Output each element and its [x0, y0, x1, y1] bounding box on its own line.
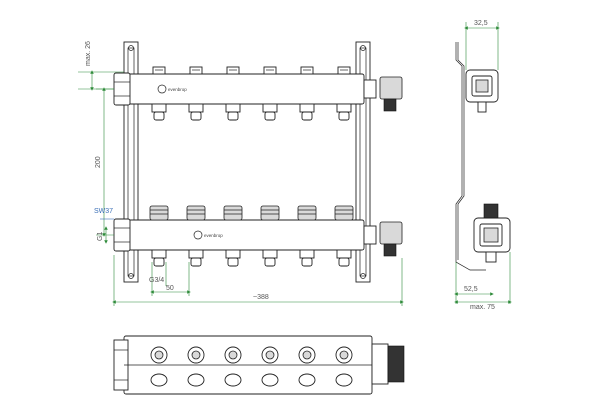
top-outlet-3: [225, 66, 241, 121]
top-air-vent: [379, 76, 403, 100]
top-outlet-6: [336, 66, 352, 121]
front-dimensions: max. 26 200 SW37 G1 G3/4 50: [78, 41, 404, 306]
bottom-brand-logo-icon: [193, 230, 203, 240]
dim-g3-4: G3/4: [149, 277, 164, 284]
top-brand-label: evenbrop: [168, 87, 187, 92]
dim-spacing-50: 50: [166, 285, 174, 292]
bottom-outlet-2: [186, 205, 206, 267]
bottom-outlet-1: [149, 205, 169, 267]
side-bottom-vent-knob: [483, 203, 499, 219]
dim-g1: G1: [97, 232, 104, 241]
top-inlet-nut: [113, 72, 131, 106]
plan-outlet-5: [298, 346, 316, 387]
bottom-view-vent-knob: [387, 345, 405, 383]
top-manifold-bar: evenbrop: [113, 66, 403, 121]
bottom-outlet-5: [297, 205, 317, 267]
top-vent-knob: [383, 98, 397, 112]
bottom-end-cap: [363, 225, 377, 245]
side-view: 32,5 52,5 max. 75: [454, 20, 512, 311]
dim-depth-52-5: 52,5: [464, 286, 478, 293]
dim-length-388: ~388: [253, 294, 269, 301]
left-bracket-slot: [127, 47, 135, 277]
bottom-inlet-nut: [113, 218, 131, 252]
bottom-brand-label: evenbrop: [204, 233, 223, 238]
plan-outlet-1: [150, 346, 168, 387]
top-brand-logo-icon: [157, 84, 167, 94]
dim-max-26: max. 26: [85, 41, 92, 66]
plan-outlet-4: [261, 346, 279, 387]
dim-height-200: 200: [95, 156, 102, 168]
side-bracket-profile: [455, 42, 486, 271]
top-end-cap: [363, 79, 377, 99]
top-outlet-4: [262, 66, 278, 121]
plan-outlet-3: [224, 346, 242, 387]
bottom-manifold-bar: evenbrop: [113, 205, 403, 267]
bottom-view-end-fitting: [371, 343, 389, 385]
right-bracket-slot: [359, 47, 367, 277]
right-top-mount-hole: [360, 45, 366, 51]
right-bottom-mount-hole: [360, 273, 366, 279]
left-top-mount-hole: [128, 45, 134, 51]
plan-outlet-6: [335, 346, 353, 387]
top-outlet-5: [299, 66, 315, 121]
bottom-vent-knob: [383, 243, 397, 257]
dim-max-75: max. 75: [470, 304, 495, 311]
left-bottom-mount-hole: [128, 273, 134, 279]
bottom-outlet-6: [334, 205, 354, 267]
front-view: evenbrop evenbrop max. 26: [78, 41, 404, 306]
dim-width-32-5: 32,5: [474, 20, 488, 27]
bottom-view: [113, 335, 405, 395]
top-outlet-1: [151, 66, 167, 121]
top-outlet-2: [188, 66, 204, 121]
bottom-outlet-4: [260, 205, 280, 267]
plan-outlet-2: [187, 346, 205, 387]
bottom-air-vent: [379, 221, 403, 245]
bottom-outlet-3: [223, 205, 243, 267]
dim-sw37: SW37: [94, 208, 113, 215]
